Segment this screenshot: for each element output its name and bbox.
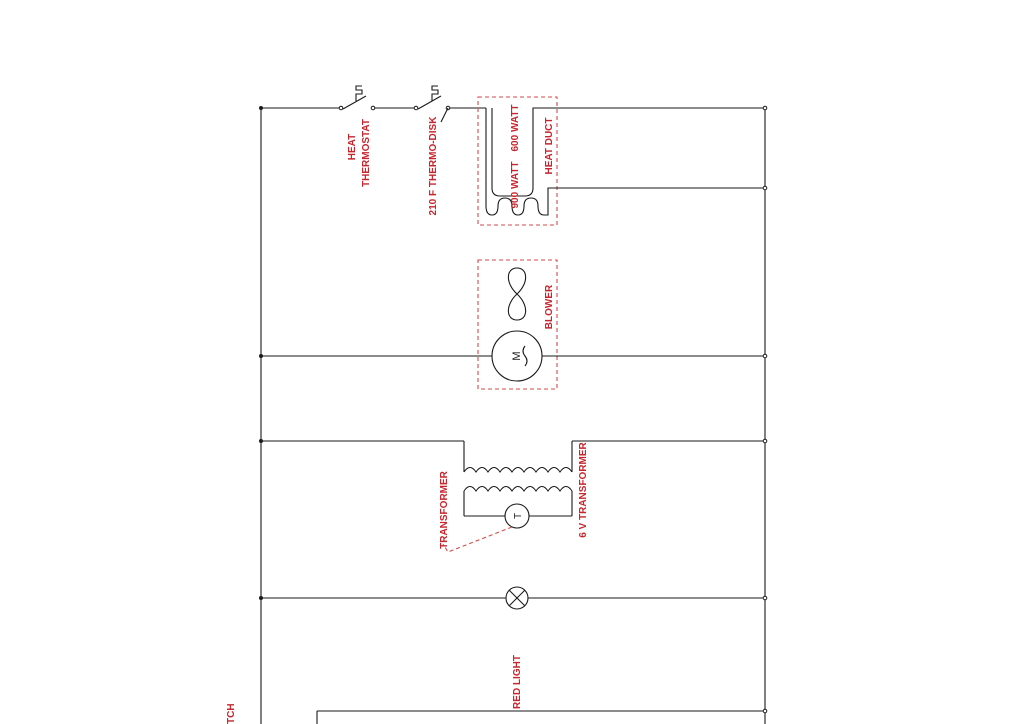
thermo-disk-label: 210 F THERMO-DISK — [428, 116, 439, 216]
element-600w-label: 600 WATT — [510, 104, 521, 151]
transformer-primary-coil — [463, 466, 573, 473]
transformer-label: TRANSFORMER — [439, 470, 450, 549]
heat-duct-enclosure — [477, 96, 558, 226]
transformer-pointer — [442, 526, 513, 553]
blower-enclosure — [477, 259, 558, 390]
thermal-symbol: T — [513, 513, 524, 519]
transformer-branch: T TRANSFORMER 6 V TRANSFORMER — [259, 438, 768, 553]
bottom-branch: TCH — [226, 703, 768, 724]
red-light-label: RED LIGHT — [512, 655, 523, 709]
heat-thermostat-label-line2: THERMOSTAT — [361, 119, 372, 187]
fan-icon — [507, 267, 527, 321]
blower-branch: M BLOWER — [259, 259, 768, 390]
motor-symbol: M — [511, 351, 523, 360]
blower-label: BLOWER — [544, 284, 555, 329]
heat-thermostat-switch — [338, 85, 376, 111]
thermo-disk-switch — [413, 85, 451, 123]
ac-wave-icon — [522, 345, 528, 367]
heat-thermostat-label-line1: HEAT — [347, 134, 358, 160]
heat-duct-label: HEAT DUCT — [544, 117, 555, 174]
element-900w-label: 900 WATT — [510, 161, 521, 208]
switch-label-partial: TCH — [226, 703, 237, 724]
heater-branch: HEAT THERMOSTAT 210 F THERMO-DISK 600 WA… — [259, 85, 768, 226]
heating-element-900w — [485, 108, 765, 216]
heating-element-600w — [491, 107, 765, 197]
transformer-6v-label: 6 V TRANSFORMER — [578, 441, 589, 537]
transformer-secondary-coil — [463, 485, 573, 492]
red-light-branch: RED LIGHT — [259, 586, 768, 709]
